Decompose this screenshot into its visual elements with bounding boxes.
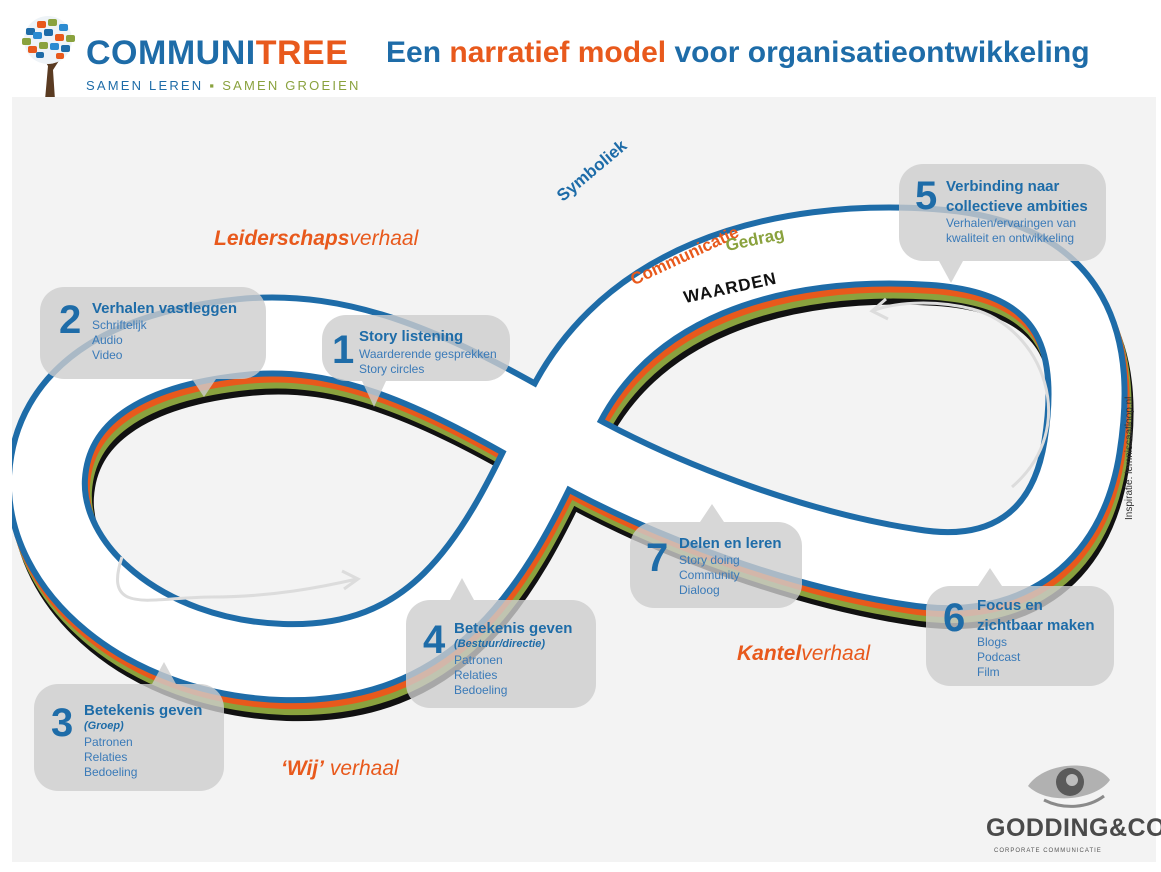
step-bubble-6: 6 Focus en zichtbaar maken Blogs Podcast… xyxy=(926,568,1114,686)
step-bubble-7: 7 Delen en leren Story doing Community D… xyxy=(630,504,802,608)
step-number: 5 xyxy=(915,174,938,218)
bubble-tail xyxy=(192,379,216,397)
bubble-tail xyxy=(152,662,176,684)
step-title-line-2: zichtbaar maken xyxy=(977,617,1095,634)
step-item: Patronen xyxy=(454,653,503,667)
arrow-icon xyxy=(871,301,1051,489)
godding-eye-logo-icon xyxy=(1028,765,1110,808)
step-item: kwaliteit en ontwikkeling xyxy=(946,231,1075,245)
step-number: 3 xyxy=(51,701,74,745)
bubble-tail xyxy=(939,261,963,283)
step-bubble-4: 4 Betekenis geven (Bestuur/directie) Pat… xyxy=(406,578,596,708)
godding-logo: GODDING&CO CORPORATE COMMUNICATIE xyxy=(968,756,1161,860)
step-subtitle: (Groep) xyxy=(84,720,124,732)
step-item: Community xyxy=(679,568,740,582)
step-item: Relaties xyxy=(454,668,498,682)
step-bubble-1: 1 Story listening Waarderende gesprekken… xyxy=(322,315,510,407)
step-item: Story doing xyxy=(679,553,740,567)
title-part3: voor organisatieontwikkeling xyxy=(674,36,1090,69)
step-title: Betekenis geven xyxy=(84,702,203,719)
step-title-line-1: Focus en xyxy=(977,597,1043,614)
step-item: Bedoeling xyxy=(84,765,138,779)
step-item: Video xyxy=(92,348,123,362)
godding-subtitle: CORPORATE COMMUNICATIE xyxy=(994,848,1102,854)
tree-icon xyxy=(22,16,75,100)
step-bubble-2: 2 Verhalen vastleggen Schriftelijk Audio… xyxy=(40,287,266,397)
step-title: Verhalen vastleggen xyxy=(92,300,238,317)
step-number: 6 xyxy=(943,596,966,640)
logo-name: COMMUNITREE xyxy=(86,36,348,70)
step-bubble-3: 3 Betekenis geven (Groep) Patronen Relat… xyxy=(34,662,224,791)
tagline-part1: SAMEN LEREN xyxy=(86,78,204,93)
step-items: Blogs Podcast Film xyxy=(977,635,1020,680)
arrow-icon xyxy=(341,569,361,591)
step-items: Patronen Relaties Bedoeling xyxy=(84,735,137,780)
story-label-wij: ‘Wij’ verhaal xyxy=(281,757,399,781)
step-items: Waarderende gesprekken Story circles xyxy=(359,347,497,377)
step-item: Dialoog xyxy=(679,583,720,597)
step-title: Delen en leren xyxy=(679,535,782,552)
step-item: Film xyxy=(977,665,1000,679)
step-item: Podcast xyxy=(977,650,1021,664)
bubble-tail xyxy=(978,568,1002,586)
story-leiderschap-bold: Leiderschaps xyxy=(214,227,350,250)
story-kantel-bold: Kantel xyxy=(737,642,802,665)
story-wij-bold: ‘Wij’ xyxy=(281,757,324,780)
step-items: Patronen Relaties Bedoeling xyxy=(454,653,507,698)
step-item: Verhalen/ervaringen van xyxy=(946,216,1077,230)
step-item: Blogs xyxy=(977,635,1008,649)
logo-name-part1: COMMUNI xyxy=(86,34,256,72)
step-item: Story circles xyxy=(359,362,425,376)
step-item: Relaties xyxy=(84,750,128,764)
godding-name: GODDING&CO xyxy=(986,814,1161,842)
story-wij-rest: verhaal xyxy=(323,757,399,780)
tagline-part2: SAMEN GROEIEN xyxy=(222,78,361,93)
step-title-line-2: collectieve ambities xyxy=(946,198,1088,215)
infinity-loop xyxy=(12,97,1156,862)
story-label-kantel: Kantelverhaal xyxy=(737,642,870,666)
bubble-tail xyxy=(700,504,724,522)
communitree-logo: COMMUNITREE SAMEN LEREN ▪ SAMEN GROEIEN xyxy=(14,14,358,100)
step-bubble-5: 5 Verbinding naar collectieve ambities V… xyxy=(899,164,1106,283)
bubble-tail xyxy=(450,578,474,600)
bubble-tail xyxy=(362,381,386,407)
title-part1: Een xyxy=(386,36,442,69)
story-kantel-rest: verhaal xyxy=(801,642,871,665)
story-label-leiderschap: Leiderschapsverhaal xyxy=(214,227,418,251)
step-item: Waarderende gesprekken xyxy=(359,347,497,361)
step-item: Patronen xyxy=(84,735,133,749)
step-title: Story listening xyxy=(359,328,464,345)
tagline-separator: ▪ xyxy=(209,78,217,93)
logo-tagline: SAMEN LEREN ▪ SAMEN GROEIEN xyxy=(86,78,361,93)
step-items: Story doing Community Dialoog xyxy=(679,553,740,598)
step-item: Bedoeling xyxy=(454,683,508,697)
step-number: 2 xyxy=(59,298,82,342)
title-part2: narratief model xyxy=(449,36,667,69)
step-item: Audio xyxy=(92,333,123,347)
page-title: Een narratief model voor organisatieontw… xyxy=(386,38,1090,68)
step-title-line-1: Verbinding naar xyxy=(946,178,1060,195)
step-number: 4 xyxy=(423,618,446,662)
step-item: Schriftelijk xyxy=(92,318,147,332)
step-title: Betekenis geven xyxy=(454,620,573,637)
inspiration-credit: Inspiratie: lemniscaatloop.nl xyxy=(1124,396,1135,520)
arrow-icon xyxy=(869,297,889,321)
arrow-icon xyxy=(116,556,358,602)
step-number: 1 xyxy=(332,328,355,372)
step-items: Verhalen/ervaringen van kwaliteit en ont… xyxy=(946,216,1076,246)
step-items: Schriftelijk Audio Video xyxy=(92,318,147,363)
story-leiderschap-rest: verhaal xyxy=(349,227,419,250)
step-number: 7 xyxy=(646,536,669,580)
step-subtitle: (Bestuur/directie) xyxy=(454,638,546,650)
logo-name-part2: TREE xyxy=(255,34,349,72)
